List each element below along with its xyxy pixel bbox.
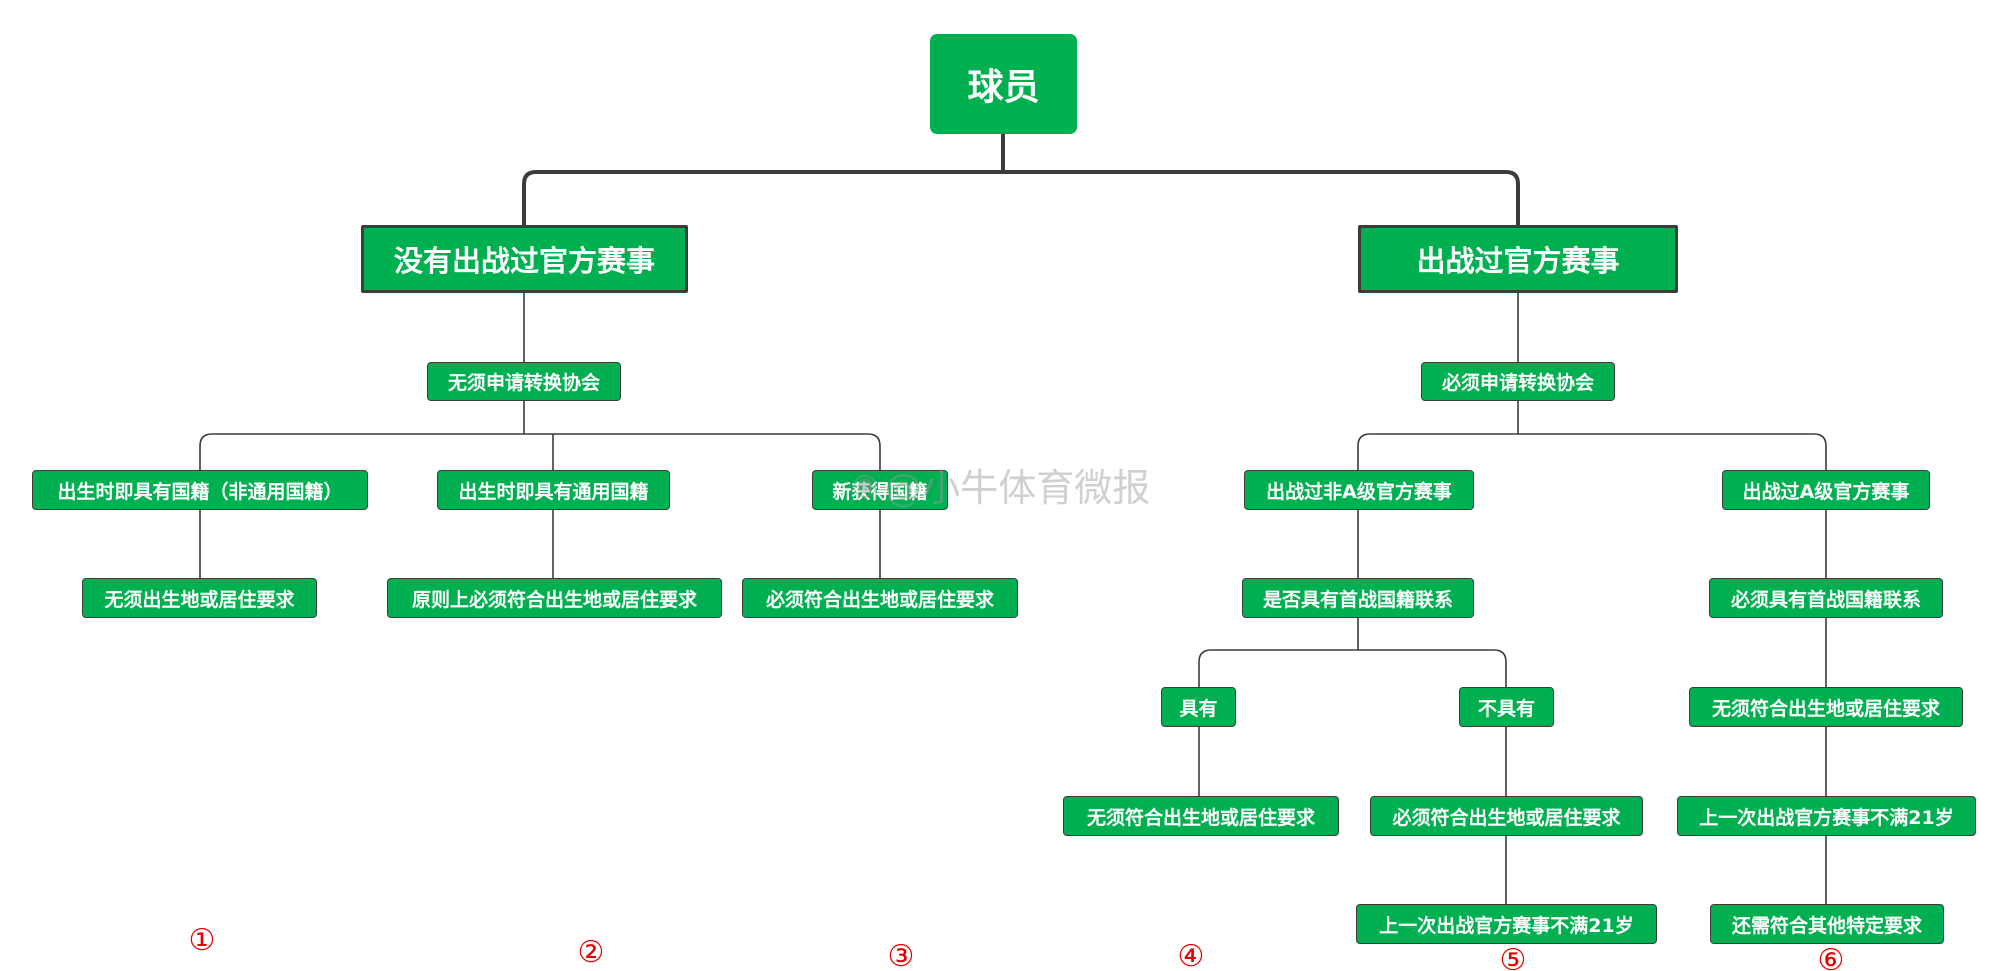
connector-left-branch xyxy=(199,293,881,578)
case-marker-3: ③ xyxy=(887,939,915,971)
case-marker-5: ⑤ xyxy=(1499,943,1527,971)
node-player: 球员 xyxy=(930,34,1077,134)
node-under21-6: 上一次出战官方赛事不满21岁 xyxy=(1677,796,1976,836)
node-must-birth-req-5: 必须符合出生地或居住要求 xyxy=(1370,796,1643,836)
connector-root-branches xyxy=(522,134,1520,225)
node-no-official-match: 没有出战过官方赛事 xyxy=(361,225,688,293)
node-must-birth-req-3: 必须符合出生地或居住要求 xyxy=(742,578,1018,618)
node-official-match: 出战过官方赛事 xyxy=(1358,225,1678,293)
case-marker-4: ④ xyxy=(1177,939,1205,971)
case-marker-2: ② xyxy=(577,935,605,970)
node-newly-acquired: 新获得国籍 xyxy=(812,470,948,510)
node-non-a-level: 出战过非A级官方赛事 xyxy=(1244,470,1474,510)
node-must-first-tie: 必须具有首战国籍联系 xyxy=(1709,578,1943,618)
node-other-req-6: 还需符合其他特定要求 xyxy=(1710,904,1944,944)
node-has: 具有 xyxy=(1161,687,1236,727)
node-under21-5: 上一次出战官方赛事不满21岁 xyxy=(1356,904,1657,944)
node-no-birth-req-4: 无须符合出生地或居住要求 xyxy=(1063,796,1339,836)
case-marker-6: ⑥ xyxy=(1817,943,1845,971)
node-first-tie-question: 是否具有首战国籍联系 xyxy=(1242,578,1474,618)
case-marker-1: ① xyxy=(188,923,216,958)
connector-right-branch xyxy=(1198,293,1827,904)
node-no-birth-req-1: 无须出生地或居住要求 xyxy=(82,578,317,618)
node-birth-common: 出生时即具有通用国籍 xyxy=(437,470,670,510)
node-principle-birth-req: 原则上必须符合出生地或居住要求 xyxy=(387,578,722,618)
node-birth-non-common: 出生时即具有国籍（非通用国籍） xyxy=(32,470,368,510)
node-no-birth-req-6: 无须符合出生地或居住要求 xyxy=(1689,687,1963,727)
node-must-apply-switch: 必须申请转换协会 xyxy=(1421,362,1615,401)
node-has-not: 不具有 xyxy=(1459,687,1554,727)
node-a-level: 出战过A级官方赛事 xyxy=(1722,470,1930,510)
node-no-apply-switch: 无须申请转换协会 xyxy=(427,362,621,401)
